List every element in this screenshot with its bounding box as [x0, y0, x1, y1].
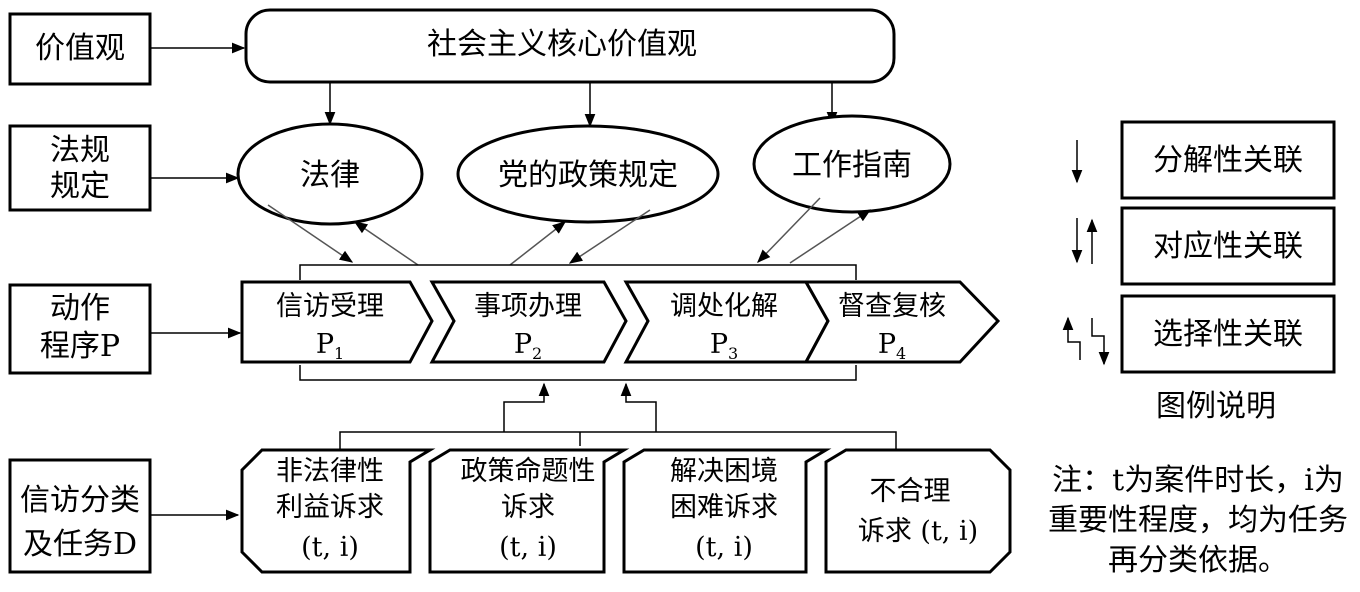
- row-label-rules-line1: 法规: [50, 133, 110, 168]
- task-1-line1: 非法律性: [276, 456, 384, 487]
- legend-caption: 图例说明: [1156, 389, 1276, 424]
- note-line2: 重要性程度，均为任务: [1048, 503, 1348, 538]
- row-label-procedure: 动作 程序P: [8, 283, 152, 375]
- step-p4-label: 督查复核: [838, 291, 946, 322]
- arrow-policy-down: [568, 209, 651, 264]
- legend-correspondence: 对应性关联: [1120, 206, 1336, 286]
- arrow-policy-up: [509, 221, 567, 266]
- task-2-line3: (t, i): [499, 532, 557, 563]
- task-3-line3: (t, i): [695, 532, 753, 563]
- step-p2-label: 事项办理: [474, 291, 582, 322]
- task-1-line3: (t, i): [301, 532, 359, 563]
- task-4: 不合理 诉求 (t, i): [824, 448, 1012, 574]
- row-label-rules-line2: 规定: [50, 169, 110, 204]
- task-1-line2: 利益诉求: [276, 492, 384, 523]
- legend-correspondence-text: 对应性关联: [1153, 229, 1303, 264]
- legend-selective: 选择性关联: [1120, 294, 1336, 374]
- task-1: 非法律性 利益诉求 (t, i): [240, 448, 436, 574]
- step-p4-code: P4: [878, 329, 906, 363]
- step-p3-label: 调处化解: [670, 291, 778, 322]
- step-p3-code: P3: [710, 329, 738, 363]
- row-label-values-text: 价值观: [35, 31, 125, 66]
- step-p1-label: 信访受理: [276, 291, 384, 322]
- note-line1: 注：t为案件时长，i为: [1052, 463, 1344, 498]
- row-label-rules: 法规 规定: [8, 124, 152, 212]
- row-label-tasks-line1: 信访分类: [20, 483, 140, 518]
- row-label-values: 价值观: [8, 12, 152, 86]
- task-3-line2: 困难诉求: [670, 492, 778, 523]
- legend-selective-text: 选择性关联: [1153, 317, 1303, 352]
- task-3: 解决困境 困难诉求 (t, i): [622, 448, 832, 574]
- task-4-line2: 诉求 (t, i): [858, 516, 978, 547]
- selective-arrow-up: [503, 382, 550, 432]
- note-line3: 再分类依据。: [1108, 543, 1288, 578]
- step-p4: 督查复核 P4: [803, 280, 1001, 364]
- row-label-procedure-line1: 动作: [50, 291, 110, 326]
- rule-party-policy: 党的政策规定: [456, 124, 720, 224]
- rule-work-guide: 工作指南: [752, 114, 952, 214]
- arrow-guide-down: [757, 197, 821, 263]
- arrow-law-up: [353, 221, 419, 266]
- arrow-guide-up: [789, 209, 872, 264]
- row-label-procedure-line2: 程序P: [40, 329, 120, 364]
- legend-decomposition: 分解性关联: [1120, 120, 1336, 200]
- step-p1-code: P1: [316, 329, 344, 363]
- step-p3: 调处化解 P3: [623, 280, 830, 364]
- core-values-text: 社会主义核心价值观: [427, 27, 697, 62]
- step-p2: 事项办理 P2: [429, 280, 628, 364]
- step-p1: 信访受理 P1: [240, 280, 434, 364]
- rule-law: 法律: [236, 122, 424, 226]
- legend-selective-icon: [1062, 316, 1110, 366]
- row-label-tasks-line2: 及任务D: [23, 527, 137, 562]
- tasks-bracket: [339, 431, 897, 450]
- legend-decomposition-text: 分解性关联: [1153, 143, 1303, 178]
- arrow-law-down: [267, 204, 354, 263]
- procedure-bracket-top: [299, 264, 857, 280]
- rule-law-text: 法律: [300, 158, 360, 193]
- task-3-line1: 解决困境: [670, 456, 778, 487]
- procedure-bracket-bottom: [299, 365, 857, 381]
- core-values-box: 社会主义核心价值观: [244, 8, 896, 84]
- note: 注：t为案件时长，i为 重要性程度，均为任务 再分类依据。: [1048, 463, 1348, 578]
- task-4-line1: 不合理: [870, 476, 951, 507]
- selective-arrow-up-2: [620, 382, 657, 432]
- task-2: 政策命题性 诉求 (t, i): [428, 448, 630, 574]
- step-p2-code: P2: [514, 329, 542, 363]
- task-2-line1: 政策命题性: [461, 456, 596, 487]
- legend-correspondence-icon: [1071, 218, 1098, 264]
- row-label-tasks: 信访分类 及任务D: [8, 458, 152, 574]
- task-2-line2: 诉求: [501, 492, 555, 523]
- rule-work-guide-text: 工作指南: [792, 148, 912, 183]
- rule-party-policy-text: 党的政策规定: [498, 158, 678, 193]
